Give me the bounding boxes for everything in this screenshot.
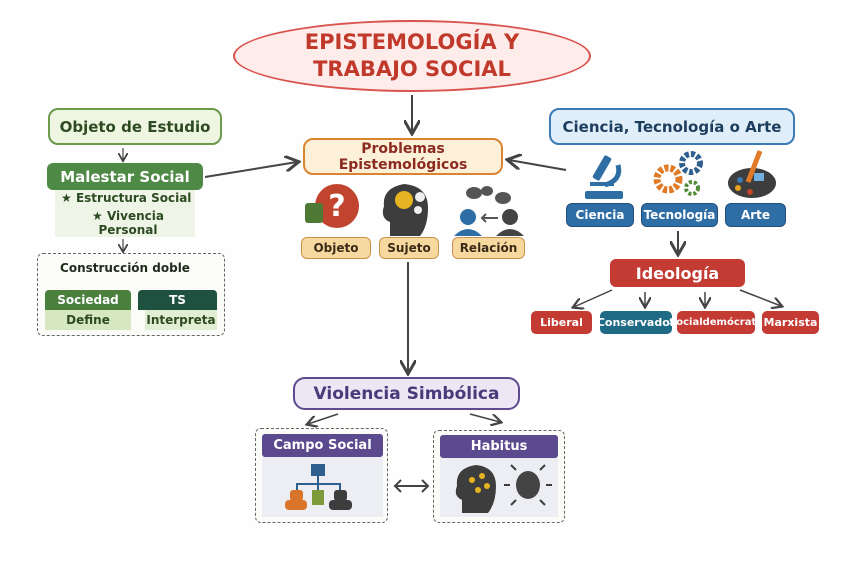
violencia-simbolica-node: Violencia Simbólica <box>293 377 520 410</box>
arte-button: Arte <box>725 203 786 227</box>
sociedad-define: Define <box>45 310 131 330</box>
arrow-cta-problemas <box>509 160 567 171</box>
star-icon: ★ <box>61 190 72 205</box>
arrow-malestar-problemas <box>204 162 297 178</box>
ciencia-tecnologia-arte-node: Ciencia, Tecnología o Arte <box>549 108 795 145</box>
title-line-2: TRABAJO SOCIAL <box>313 57 511 81</box>
puzzle-question-icon: ? <box>305 184 359 228</box>
ideology-socialdemocrata: Socialdemócrata <box>669 311 763 334</box>
ts-label: TS <box>138 290 217 310</box>
double-arrow-campo-habitus <box>393 479 430 493</box>
star-icon: ★ <box>92 208 103 223</box>
list-item: ★ Vivencia Personal <box>61 209 195 237</box>
ts-interpreta: Interpreta <box>145 310 217 330</box>
svg-text:?: ? <box>328 189 345 224</box>
palette-icon <box>728 150 776 198</box>
microscope-icon <box>585 155 623 199</box>
malestar-social-node: Malestar Social <box>47 163 203 190</box>
ideologia-node: Ideología <box>610 259 745 287</box>
campo-social-header: Campo Social <box>262 434 383 457</box>
construccion-doble-label: Construcción doble <box>60 261 190 275</box>
ideology-marxista: Marxista <box>762 311 819 334</box>
ciencia-button: Ciencia <box>566 203 634 227</box>
item-label: Vivencia Personal <box>98 208 164 237</box>
list-item: ★ Estructura Social <box>61 191 191 205</box>
head-network-icon <box>455 465 496 513</box>
tag-sujeto: Sujeto <box>379 237 439 259</box>
main-title: EPISTEMOLOGÍA Y TRABAJO SOCIAL <box>233 20 591 92</box>
hierarchy-icon <box>285 464 352 510</box>
habitus-header: Habitus <box>440 435 558 458</box>
problemas-epistemologicos-node: Problemas Epistemológicos <box>303 138 503 175</box>
malestar-items: ★ Estructura Social ★ Vivencia Personal <box>55 190 195 237</box>
sociedad-label: Sociedad <box>45 290 131 310</box>
item-label: Estructura Social <box>75 190 192 205</box>
head-gears-icon <box>382 184 428 236</box>
tag-objeto: Objeto <box>301 237 371 259</box>
gears-icon <box>653 151 703 196</box>
tag-relacion: Relación <box>452 237 525 259</box>
tecnologia-button: Tecnología <box>641 203 718 227</box>
title-line-1: EPISTEMOLOGÍA Y <box>304 30 520 54</box>
ideology-liberal: Liberal <box>531 311 592 334</box>
objeto-de-estudio-node: Objeto de Estudio <box>48 108 222 145</box>
expanding-idea-icon <box>504 464 552 506</box>
ideology-conservador: Conservador <box>597 311 675 334</box>
people-dialogue-icon <box>454 186 524 236</box>
